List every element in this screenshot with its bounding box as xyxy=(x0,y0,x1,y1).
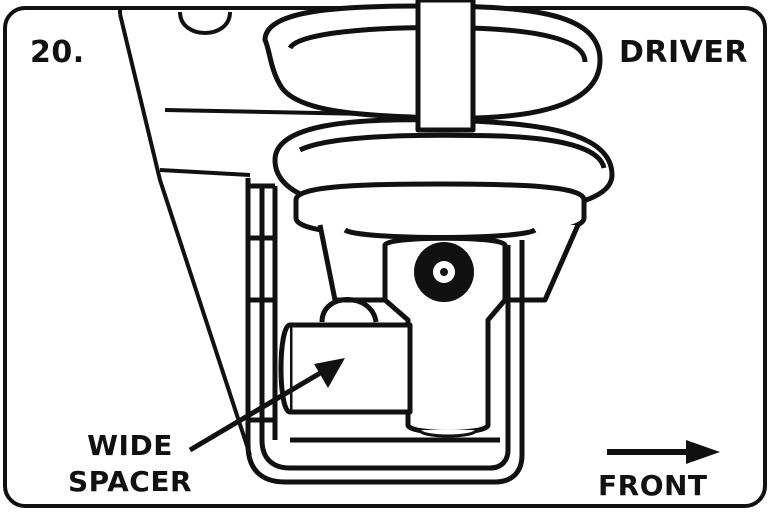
wide-spacer-callout: WIDE SPACER xyxy=(55,428,205,500)
callout-line-1: WIDE xyxy=(87,429,173,462)
wide-spacer-arrow xyxy=(188,358,345,453)
callout-line-2: SPACER xyxy=(67,465,193,498)
front-label: FRONT xyxy=(598,469,708,502)
coil-spring xyxy=(262,0,615,217)
wide-spacer xyxy=(278,322,491,415)
shock-bolt xyxy=(414,242,474,302)
side-label: DRIVER xyxy=(619,35,748,70)
front-direction-arrow xyxy=(607,440,720,464)
step-number: 20. xyxy=(30,35,85,70)
shock-eye xyxy=(382,235,508,438)
